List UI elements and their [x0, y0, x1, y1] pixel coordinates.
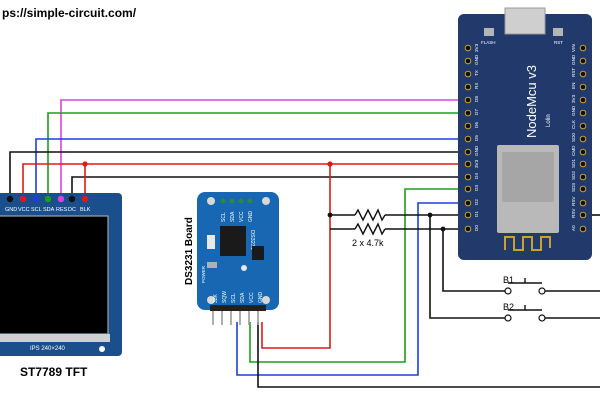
rtc-pin-sda: SDA — [240, 292, 246, 303]
rtc-chip — [220, 226, 246, 256]
rtc-chip-label: DS3231 — [249, 230, 255, 250]
tft-pin-blk: BLK — [80, 207, 91, 213]
rtc-pin-32k: 32K — [213, 293, 219, 303]
resistor-2 — [354, 222, 386, 236]
mcu-pin-rsv1: RSV — [571, 208, 576, 218]
rtc-top-labels: SCL SDA VCC GND — [221, 211, 254, 223]
mcu-pin-gnd-d: GND — [571, 54, 576, 65]
rtc-title: DS3231 Board — [184, 217, 195, 285]
rst-button — [553, 28, 563, 36]
resistor-1 — [354, 208, 386, 222]
wire-b1 — [429, 215, 505, 319]
mcu-left-pin-dots — [579, 44, 587, 233]
tft-pin-scl: SCL — [31, 207, 42, 213]
mcu-pin-sd1: SD1 — [571, 159, 576, 168]
tft-module: GND VCC SCL SDA RES DC BLK IPS 240×240 — [0, 193, 122, 356]
wire-res-d8 — [60, 99, 468, 198]
resistors-label: 2 x 4.7k — [352, 238, 384, 248]
tft-pin-labels: GND VCC SCL SDA RES DC BLK — [5, 207, 91, 213]
mcu-pin-sd0: SD0 — [571, 133, 576, 142]
tft-screen — [0, 216, 108, 334]
rtc-top-pin-3: VCC — [239, 211, 245, 222]
antenna-trace — [504, 236, 551, 251]
wire-rtc-vcc — [261, 164, 331, 349]
mcu-pin-d0: D0 — [474, 225, 479, 231]
mcu-pin-d3: D3 — [474, 185, 479, 191]
mcu-pin-tx: TX — [474, 70, 479, 76]
rtc-pin-sqw: SQW — [222, 291, 228, 303]
mcu-pin-rst: RST — [571, 68, 576, 77]
tft-pin-dc: DC — [68, 207, 76, 213]
mcu-pin-clk: CLK — [571, 119, 576, 129]
mcu-pin-rx: RX — [474, 83, 479, 89]
rtc-top-pin-2: SDA — [230, 211, 236, 222]
mcu-pin-sd3: SD3 — [571, 183, 576, 192]
usb-connector — [504, 7, 546, 35]
rtc-top-pin-1: SCL — [221, 212, 227, 222]
button-b1-label: B1 — [503, 275, 514, 285]
pullup-resistors — [354, 208, 386, 236]
rtc-power-label: POWER — [201, 265, 206, 283]
mcu-pin-d4: D4 — [474, 173, 479, 179]
tft-pin-gnd: GND — [5, 207, 17, 213]
mcu-subtitle: Lolin — [546, 114, 552, 127]
mcu-pin-3v3-b: 3V3 — [474, 43, 479, 52]
button-b1: B1 — [503, 275, 546, 295]
button-b2-label: B2 — [503, 302, 514, 312]
flash-button — [484, 28, 494, 36]
nodemcu-board: FLASH RST D0 D1 D2 D3 D4 3V3 GND D5 D — [458, 7, 592, 260]
wire-rtc-scl — [236, 202, 468, 376]
mcu-title: NodeMcu v3 — [524, 65, 539, 138]
tft-bottom-text: IPS 240×240 — [30, 346, 66, 352]
mcu-pin-cmd: CMD — [571, 145, 576, 156]
rtc-pin-gnd: GND — [258, 292, 264, 304]
site-url: ps://simple-circuit.com/ — [2, 6, 137, 20]
mcu-a-labels: A0 RSV RSV SD3 SD2 SD1 CMD SD0 CLK GND 3… — [571, 44, 576, 231]
mcu-pin-3v3-c: 3V3 — [571, 94, 576, 103]
wire-gnd-gnd — [9, 151, 468, 198]
wire-sda-d7 — [47, 112, 468, 198]
tft-title: ST7789 TFT — [20, 365, 88, 379]
tft-pins — [6, 195, 89, 203]
rtc-pin-vcc: VCC — [249, 292, 255, 303]
tft-pin-vcc: VCC — [18, 207, 30, 213]
junctions — [82, 161, 333, 167]
rtc-top-pin-4: GND — [248, 211, 254, 223]
wires — [9, 99, 600, 388]
wire-scl-d5 — [35, 138, 468, 198]
wire-vcc-3v3 — [22, 163, 468, 198]
mcu-pin-d8: D8 — [474, 96, 479, 102]
mcu-pin-rsv2: RSV — [571, 196, 576, 206]
mcu-pin-d1: D1 — [474, 211, 479, 217]
rtc-top-pads — [220, 198, 253, 204]
rtc-header — [210, 305, 266, 325]
mcu-pin-gnd-c: GND — [571, 105, 576, 116]
mcu-pin-a0: A0 — [571, 225, 576, 231]
wire-b2 — [442, 229, 505, 292]
wire-dc-d4 — [71, 176, 468, 198]
mcu-pin-en: EN — [571, 83, 576, 89]
rst-label: RST — [554, 40, 563, 45]
rtc-pin-scl: SCL — [231, 293, 237, 303]
mcu-pin-vin: VIN — [571, 44, 576, 52]
mcu-pin-d7: D7 — [474, 109, 479, 115]
mcu-pin-d5: D5 — [474, 135, 479, 141]
tft-pin-sda: SDA — [43, 207, 55, 213]
mcu-right-pin-dots — [464, 44, 472, 233]
flash-label: FLASH — [481, 40, 496, 45]
mcu-pin-d6: D6 — [474, 122, 479, 128]
mcu-pin-gnd-a: GND — [474, 145, 479, 156]
wire-rtc-sda — [249, 188, 468, 363]
mcu-pin-3v3-a: 3V3 — [474, 159, 479, 168]
mcu-pin-d2: D2 — [474, 199, 479, 205]
rtc-board: SCL SDA VCC GND DS3231 POWER 32K SQW SCL… — [197, 192, 279, 325]
tft-pin-res: RES — [56, 207, 68, 213]
wire-rtc-gnd-2 — [257, 322, 600, 388]
mcu-pin-gnd-b: GND — [474, 54, 479, 65]
mcu-d-labels: D0 D1 D2 D3 D4 3V3 GND D5 D6 D7 D8 RX TX… — [474, 43, 479, 231]
rtc-bottom-labels: 32K SQW SCL SDA VCC GND — [213, 291, 264, 303]
button-b2: B2 — [503, 302, 546, 322]
mcu-pin-sd2: SD2 — [571, 171, 576, 180]
